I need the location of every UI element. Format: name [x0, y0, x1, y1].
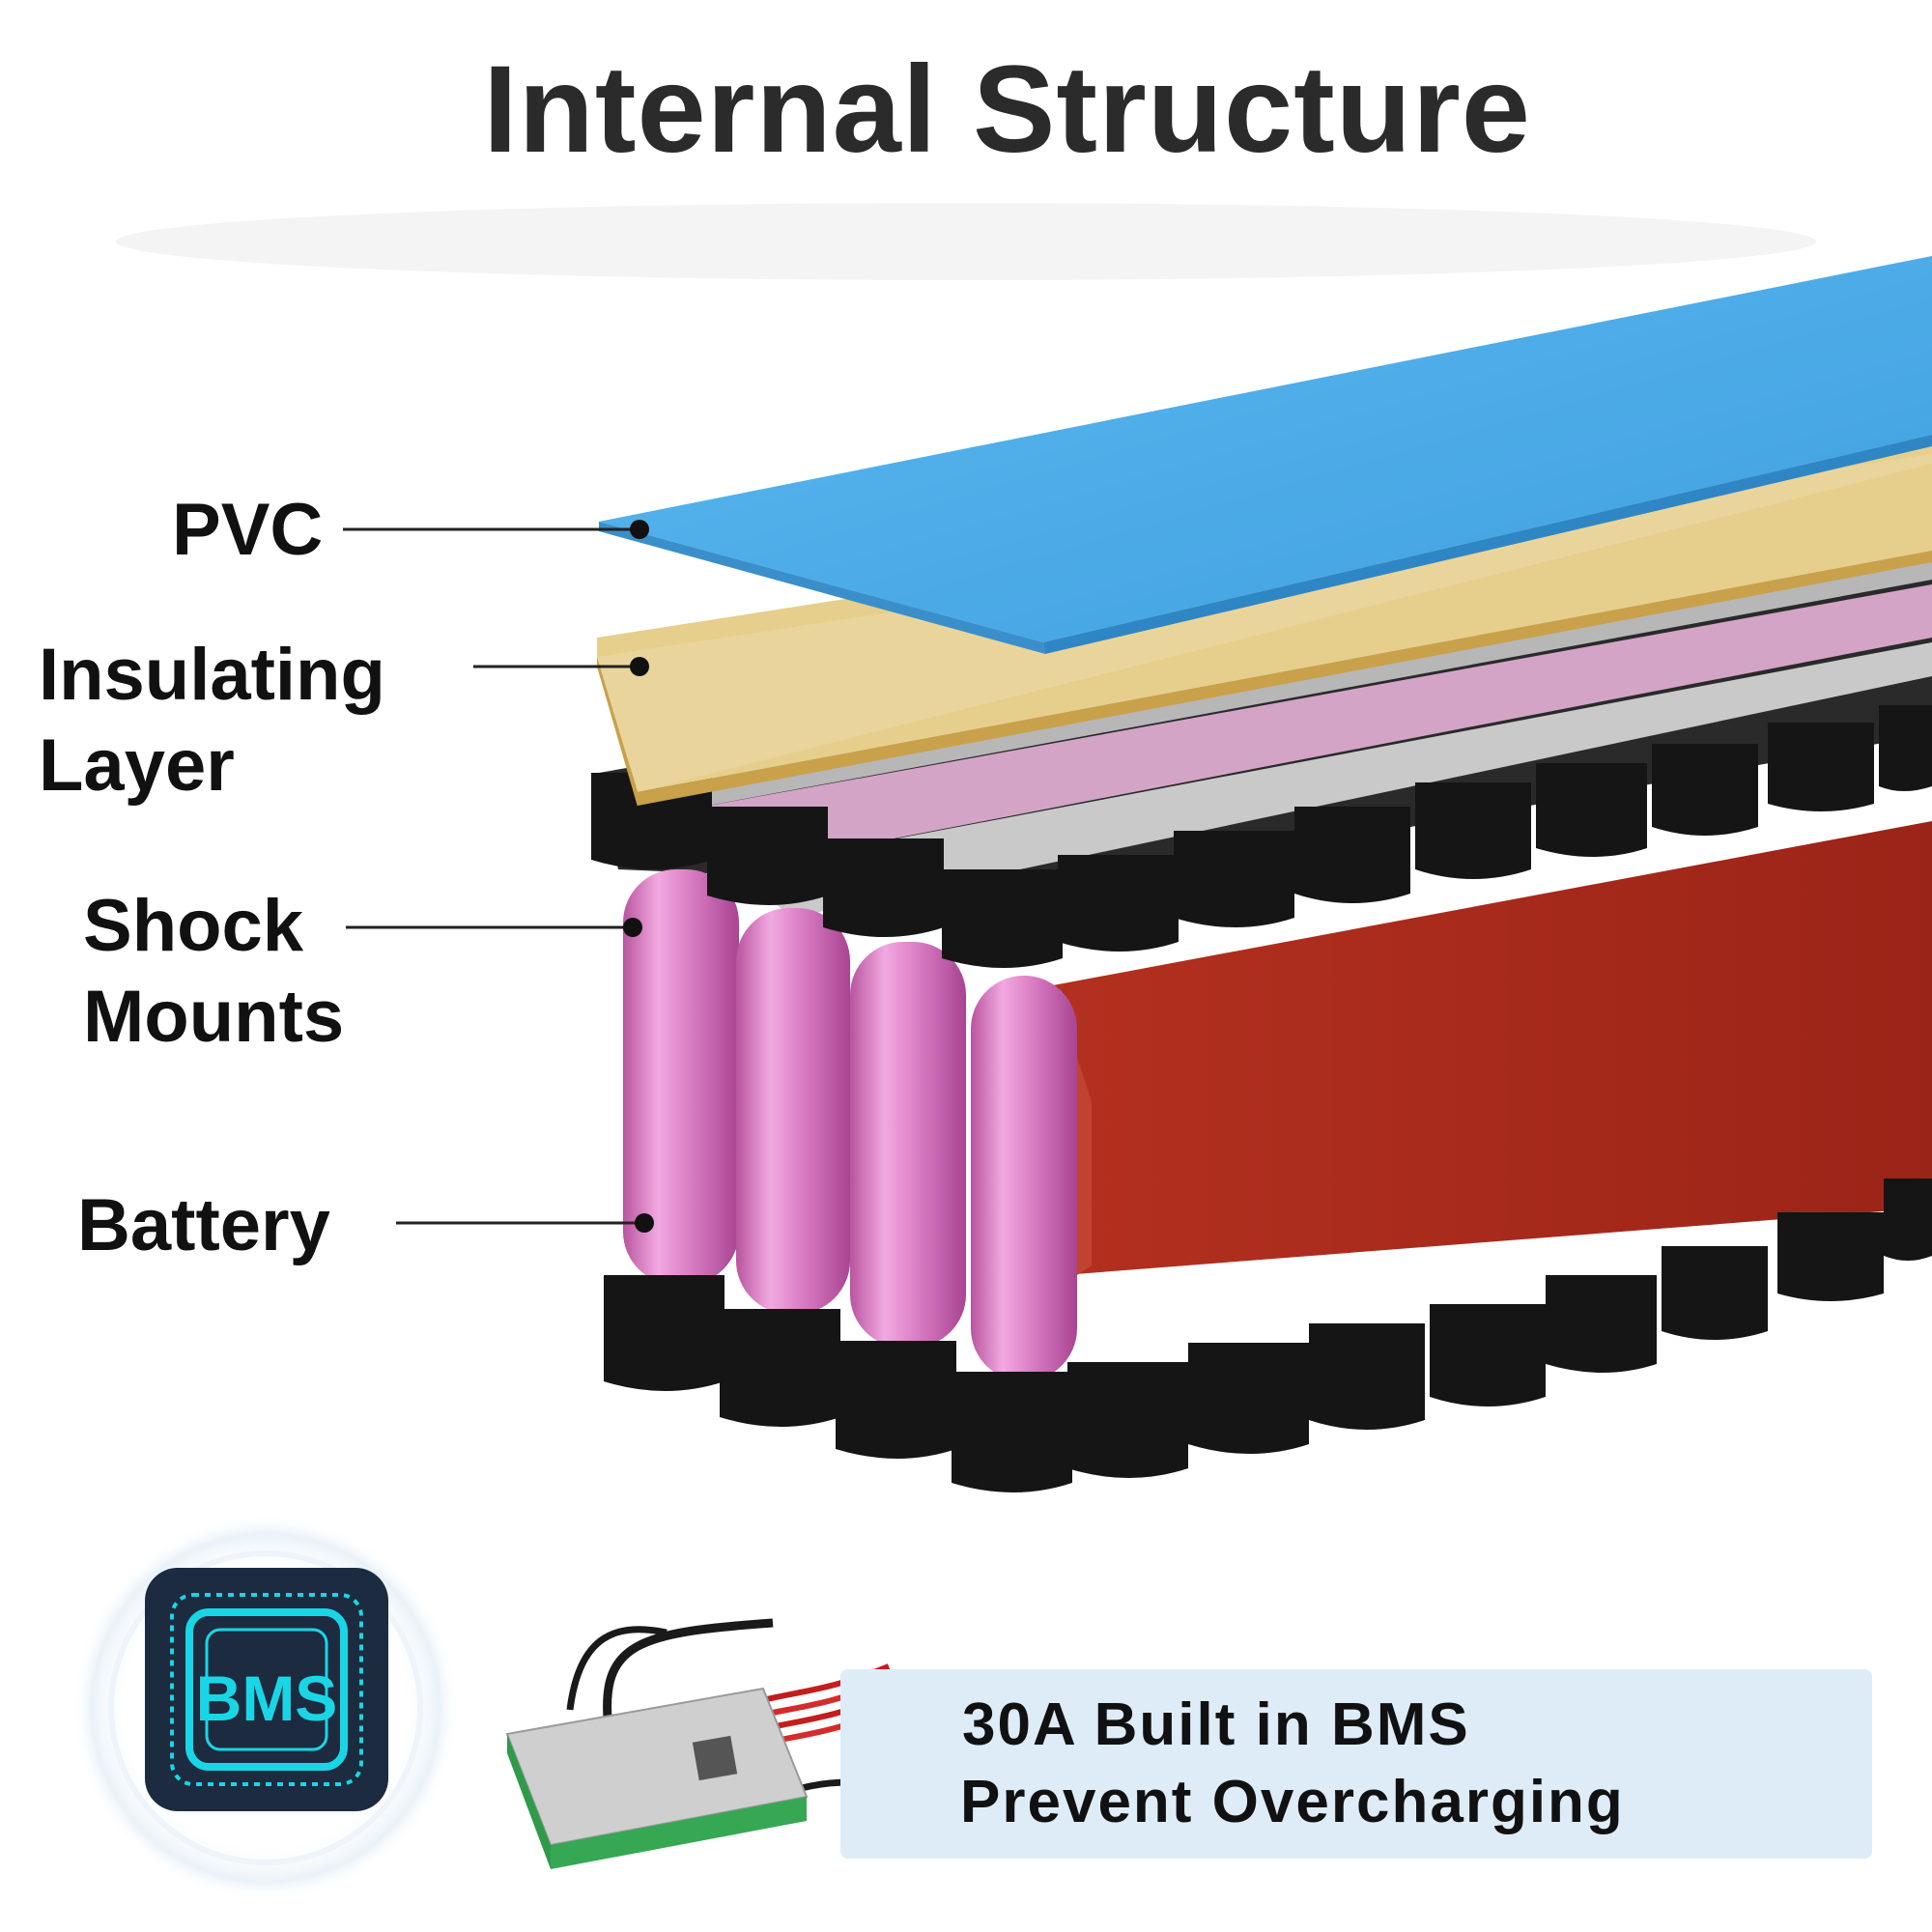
shock-mounts-label: Shock Mounts: [83, 885, 345, 1058]
bms-icon-chip-outline: [185, 1608, 348, 1771]
bms-qr-code: [692, 1735, 738, 1781]
battery-cell: [850, 942, 966, 1348]
bms-icon-pins: [170, 1593, 363, 1786]
battery-pack: [591, 536, 1932, 1492]
bms-line-2: Prevent Overcharging: [960, 1769, 1625, 1835]
bms-icon: [72, 1515, 459, 1901]
cell-tops: [676, 584, 1932, 869]
bms-wire: [566, 1626, 668, 1711]
battery-label: Battery: [77, 1184, 330, 1266]
pvc-sheet: [599, 256, 1932, 642]
insulating-layer-edge: [597, 657, 638, 807]
insulating-layer-edge: [638, 551, 1932, 806]
nickel-strip: [734, 642, 1932, 918]
bms-board-pcb: [551, 1797, 807, 1869]
bms-line-1: 30A Built in BMS: [962, 1691, 1470, 1758]
bottom-shock-mounts: [604, 1179, 1932, 1492]
page-title: Internal Structure: [483, 41, 1531, 179]
bms-wire: [603, 1618, 774, 1730]
shock-mounts-dot: [623, 918, 642, 937]
shrink-wrap-side: [1053, 821, 1932, 1275]
battery-cell: [971, 976, 1077, 1381]
background-shadow: [116, 203, 1816, 280]
battery-cell: [623, 869, 739, 1285]
battery-cell: [736, 908, 850, 1314]
pvc-dot: [630, 520, 649, 539]
bms-icon-chip-inner: [205, 1628, 328, 1751]
bms-icon-ring: [108, 1550, 423, 1865]
bms-icon-tile: [145, 1568, 388, 1811]
insulating-dot: [630, 657, 649, 676]
bms-board: [505, 1618, 891, 1869]
insulating-layer-label: Insulating Layer: [39, 634, 385, 807]
pvc-sheet-edge: [1043, 435, 1932, 654]
bms-icon-label: BMS: [195, 1662, 338, 1734]
battery-dot: [635, 1213, 654, 1233]
top-shock-mounts: [591, 705, 1932, 968]
leader-dots: [623, 520, 654, 1233]
pvc-label: PVC: [172, 489, 324, 571]
leader-lines: [343, 527, 642, 1225]
pvc-sheet-edge: [599, 522, 1045, 654]
insulating-layer-top: [597, 454, 1932, 792]
bms-info-banner: [840, 1669, 1872, 1859]
bms-board-pcb: [507, 1734, 551, 1869]
